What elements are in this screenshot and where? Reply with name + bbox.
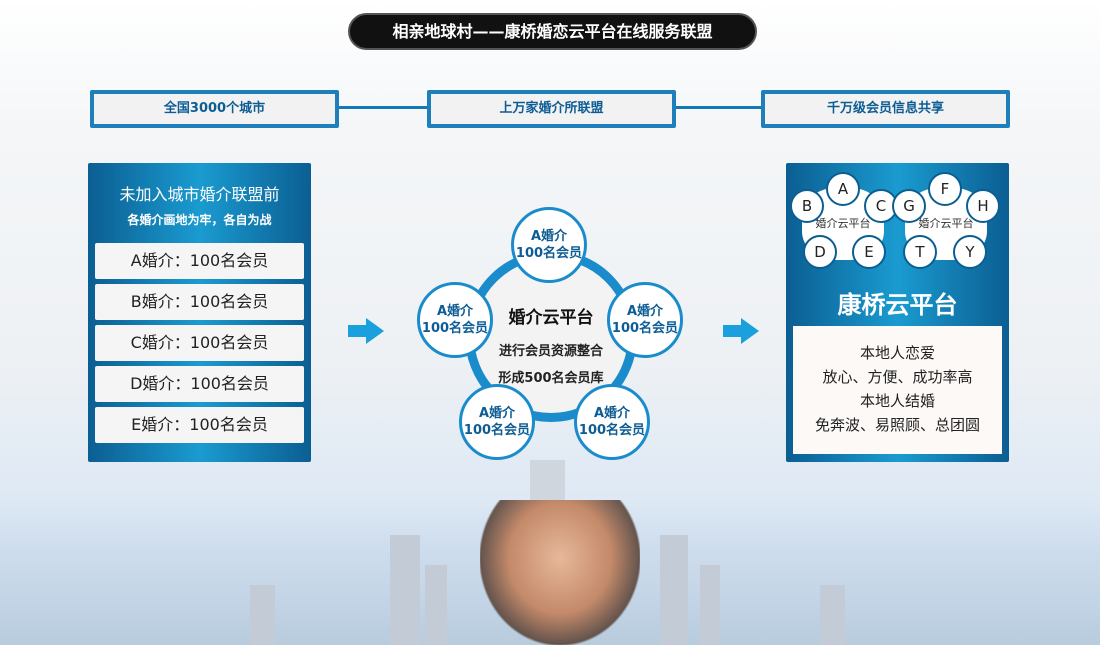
- node-badge: E: [852, 235, 886, 269]
- after-panel: 婚介云平台 A B C D E 婚介云平台 F G H T Y 康桥云平台 本地…: [786, 163, 1009, 462]
- label-members: 千万级会员信息共享: [761, 90, 1010, 128]
- before-panel: 未加入城市婚介联盟前 各婚介画地为牢，各自为战 A婚介：100名会员 B婚介：1…: [88, 163, 311, 462]
- node-badge: Y: [953, 235, 987, 269]
- page-title: 相亲地球村——康桥婚恋云平台在线服务联盟: [348, 13, 757, 50]
- agency-row: C婚介：100名会员: [95, 325, 304, 361]
- node-badge: F: [928, 172, 962, 206]
- node-badge: A: [826, 172, 860, 206]
- agency-row: B婚介：100名会员: [95, 284, 304, 320]
- node-badge: D: [803, 235, 837, 269]
- city-skyline-background: [0, 460, 1100, 645]
- handshake-image: [480, 500, 640, 645]
- agency-row: E婚介：100名会员: [95, 407, 304, 443]
- arrow-right-icon: [723, 318, 759, 344]
- benefits-box: 本地人恋爱放心、方便、成功率高本地人结婚免奔波、易照顾、总团圆: [793, 326, 1002, 454]
- before-subheading: 各婚介画地为牢，各自为战: [127, 213, 272, 227]
- agency-row: A婚介：100名会员: [95, 243, 304, 279]
- node-badge: B: [790, 189, 824, 223]
- agency-row: D婚介：100名会员: [95, 366, 304, 402]
- node-badge: H: [966, 189, 1000, 223]
- label-agencies: 上万家婚介所联盟: [427, 90, 676, 128]
- label-cities: 全国3000个城市: [90, 90, 339, 128]
- node-badge: T: [903, 235, 937, 269]
- brand-name: 康桥云平台: [837, 291, 958, 319]
- before-heading: 未加入城市婚介联盟前: [119, 185, 280, 204]
- node-badge: G: [892, 189, 926, 223]
- arrow-right-icon: [348, 318, 384, 344]
